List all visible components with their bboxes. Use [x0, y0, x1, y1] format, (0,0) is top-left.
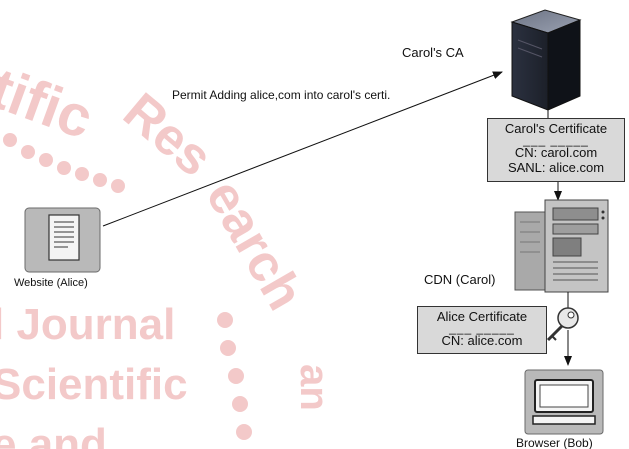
browser-computer-icon: [524, 369, 604, 435]
watermark-text-6: e and: [0, 420, 107, 449]
alice-certificate-card: Alice Certificate ___ _____ CN: alice.co…: [417, 306, 547, 354]
watermark-text-5: Scientific: [0, 360, 188, 409]
ca-server-icon: [510, 9, 582, 111]
website-document-icon: [24, 207, 101, 273]
edge-label: Permit Adding alice,com into carol's cer…: [172, 88, 391, 102]
carol-certificate-dashes: ___ _____: [523, 133, 589, 147]
alice-certificate-dashes: ___ _____: [449, 321, 515, 335]
ca-label: Carol's CA: [402, 45, 464, 60]
website-label: Website (Alice): [14, 277, 88, 289]
key-icon: [546, 307, 579, 342]
carol-certificate-title: Carol's Certificate: [504, 121, 608, 136]
watermark-dots: [3, 133, 252, 440]
alice-certificate-cn: CN: alice.com: [441, 333, 523, 348]
carol-certificate-san: SANL: alice.com: [507, 160, 605, 175]
cdn-server-icon: [514, 199, 609, 293]
browser-label: Browser (Bob): [516, 436, 593, 449]
carol-certificate-card: Carol's Certificate ___ _____ CN: carol.…: [487, 118, 625, 182]
cdn-label: CDN (Carol): [424, 272, 496, 287]
carol-certificate-cn: CN: carol.com: [514, 145, 598, 160]
request-arrow: [102, 71, 503, 227]
alice-certificate-title: Alice Certificate: [436, 309, 528, 324]
watermark-text-4: l Journal: [0, 300, 176, 349]
